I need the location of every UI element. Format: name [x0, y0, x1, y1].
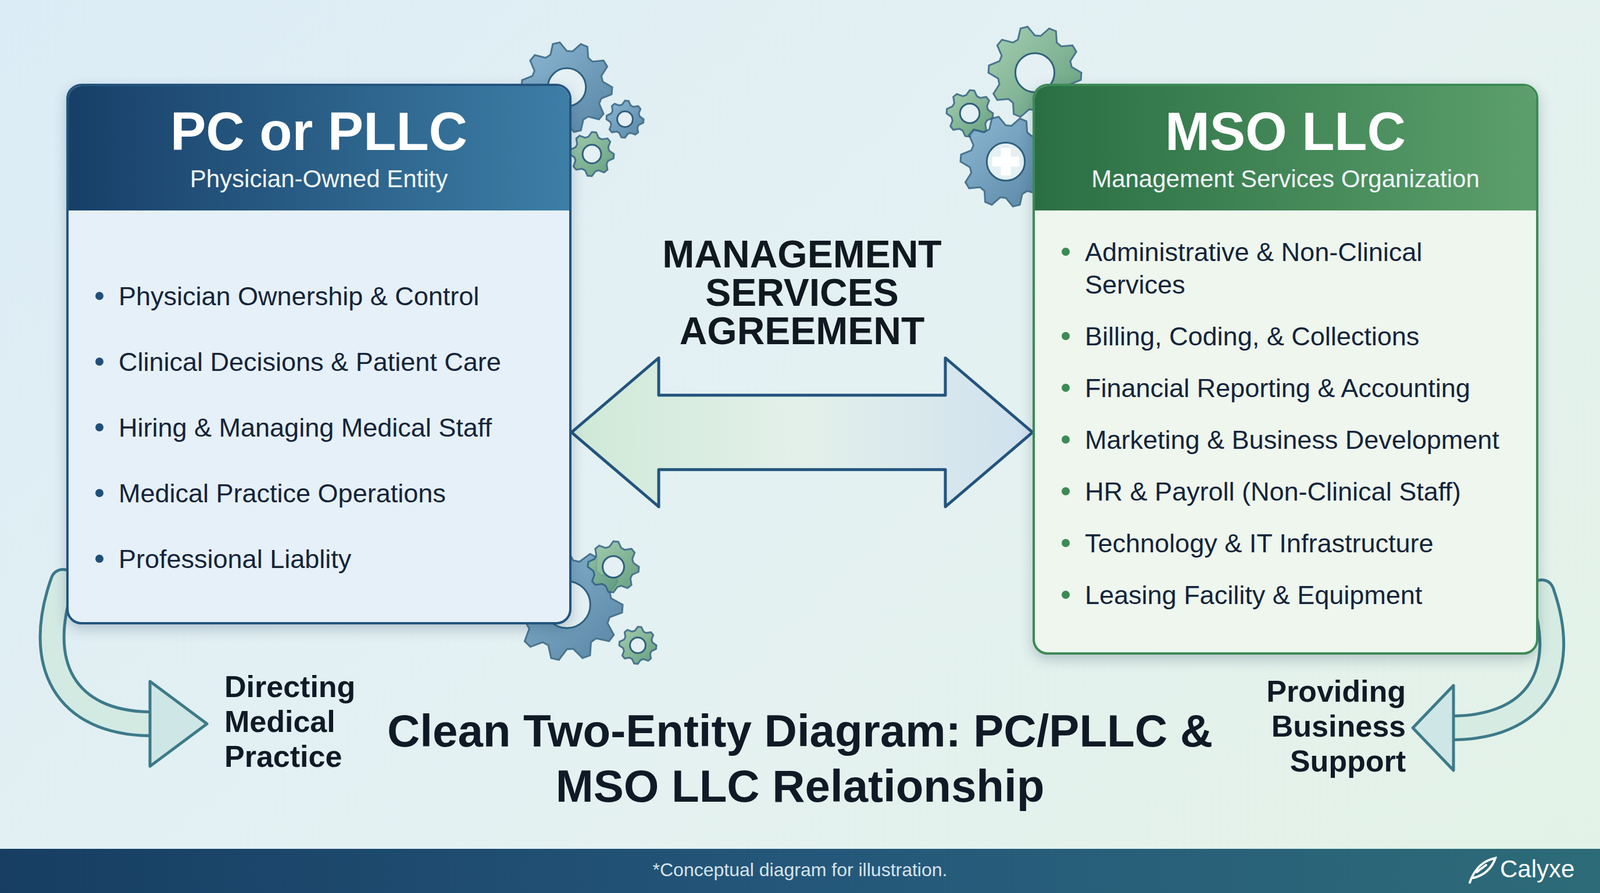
diagram-title: Clean Two-Entity Diagram: PC/PLLC & MSO … [363, 703, 1237, 814]
double-arrow [571, 358, 1033, 507]
footer-note: *Conceptual diagram for illustration. [0, 859, 1600, 881]
entity-box: PC or PLLCPhysician-Owned EntityPhysicia… [66, 83, 572, 625]
box-subtitle: Physician-Owned Entity [86, 163, 552, 196]
bullet-item: Financial Reporting & Accounting [1055, 372, 1519, 405]
box-body: Physician Ownership & ControlClinical De… [68, 210, 570, 623]
box-header: PC or PLLCPhysician-Owned Entity [68, 86, 570, 211]
box-subtitle: Management Services Organization [1052, 163, 1519, 196]
bullet-item: Marketing & Business Development [1055, 423, 1519, 457]
side-label: Directing Medical Practice [224, 669, 356, 774]
edge-label: MANAGEMENT SERVICES AGREEMENT [639, 234, 966, 350]
box-header: MSO LLCManagement Services Organization [1034, 86, 1537, 211]
box-body: Administrative & Non-Clinical ServicesBi… [1034, 210, 1537, 653]
box-title: MSO LLC [1052, 102, 1519, 162]
side-label: Providing Business Support [1266, 674, 1406, 779]
bullet-item: Physician Ownership & Control [89, 280, 552, 313]
bullet-item: Technology & IT Infrastructure [1055, 527, 1519, 560]
bullet-item: Billing, Coding, & Collections [1055, 320, 1519, 353]
bullet-item: Leasing Facility & Equipment [1055, 579, 1519, 612]
bullet-item: Clinical Decisions & Patient Care [89, 345, 552, 379]
box-title: PC or PLLC [86, 102, 552, 162]
entity-box: MSO LLCManagement Services OrganizationA… [1032, 83, 1539, 655]
bullet-item: Administrative & Non-Clinical Services [1055, 236, 1519, 302]
brand-logo: Calyxe [1500, 855, 1575, 884]
bullet-item: HR & Payroll (Non-Clinical Staff) [1055, 475, 1519, 509]
bullet-item: Medical Practice Operations [89, 477, 552, 510]
bullet-item: Professional Liablity [89, 543, 552, 576]
bullet-item: Hiring & Managing Medical Staff [89, 411, 552, 445]
